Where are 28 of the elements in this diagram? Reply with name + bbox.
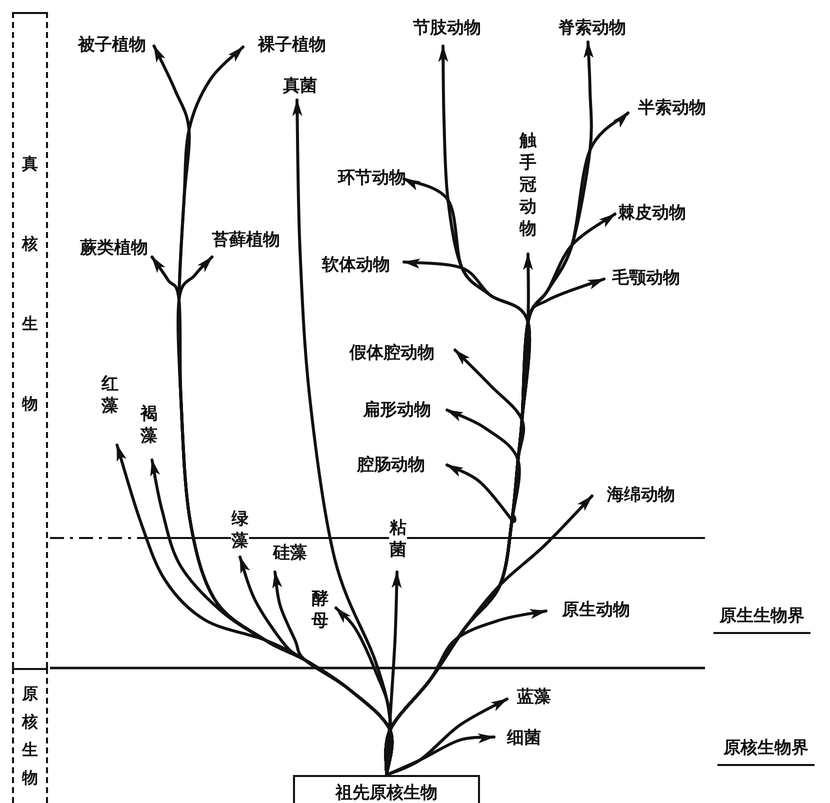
taxon-label: 软体动物 xyxy=(322,255,390,275)
kingdom-band xyxy=(12,668,48,803)
taxon-label: 硅藻 xyxy=(273,543,307,563)
kingdom-label: 原核生物界 xyxy=(718,738,814,766)
taxon-label: 毛颚动物 xyxy=(612,268,680,288)
band-label: 原核生物 xyxy=(21,683,39,789)
taxon-label: 腔肠动物 xyxy=(357,455,425,475)
branch-arrow xyxy=(385,732,496,776)
taxon-label: 裸子植物 xyxy=(258,35,326,55)
kingdom-label: 原生生物界 xyxy=(714,606,810,634)
taxon-label: 环节动物 xyxy=(338,168,406,188)
taxon-label: 脊索动物 xyxy=(558,18,626,38)
taxon-label: 扁形动物 xyxy=(363,400,431,420)
taxon-label: 节肢动物 xyxy=(413,18,481,38)
band-label: 真核生物 xyxy=(21,153,39,415)
taxon-label: 棘皮动物 xyxy=(618,203,686,223)
taxon-label: 真菌 xyxy=(283,76,317,96)
taxon-label: 原生动物 xyxy=(562,600,630,620)
taxon-label: 细菌 xyxy=(507,728,541,748)
taxon-label: 假体腔动物 xyxy=(350,343,434,363)
taxon-label: 蕨类植物 xyxy=(80,238,148,258)
taxon-label: 海绵动物 xyxy=(607,485,675,505)
ancestor-box: 祖先原核生物 xyxy=(293,775,480,803)
taxon-label: 被子植物 xyxy=(78,35,146,55)
taxon-label: 蓝藻 xyxy=(517,687,551,707)
taxon-label: 半索动物 xyxy=(638,98,706,118)
kingdom-band xyxy=(12,12,48,668)
taxon-label: 苔藓植物 xyxy=(212,230,280,250)
